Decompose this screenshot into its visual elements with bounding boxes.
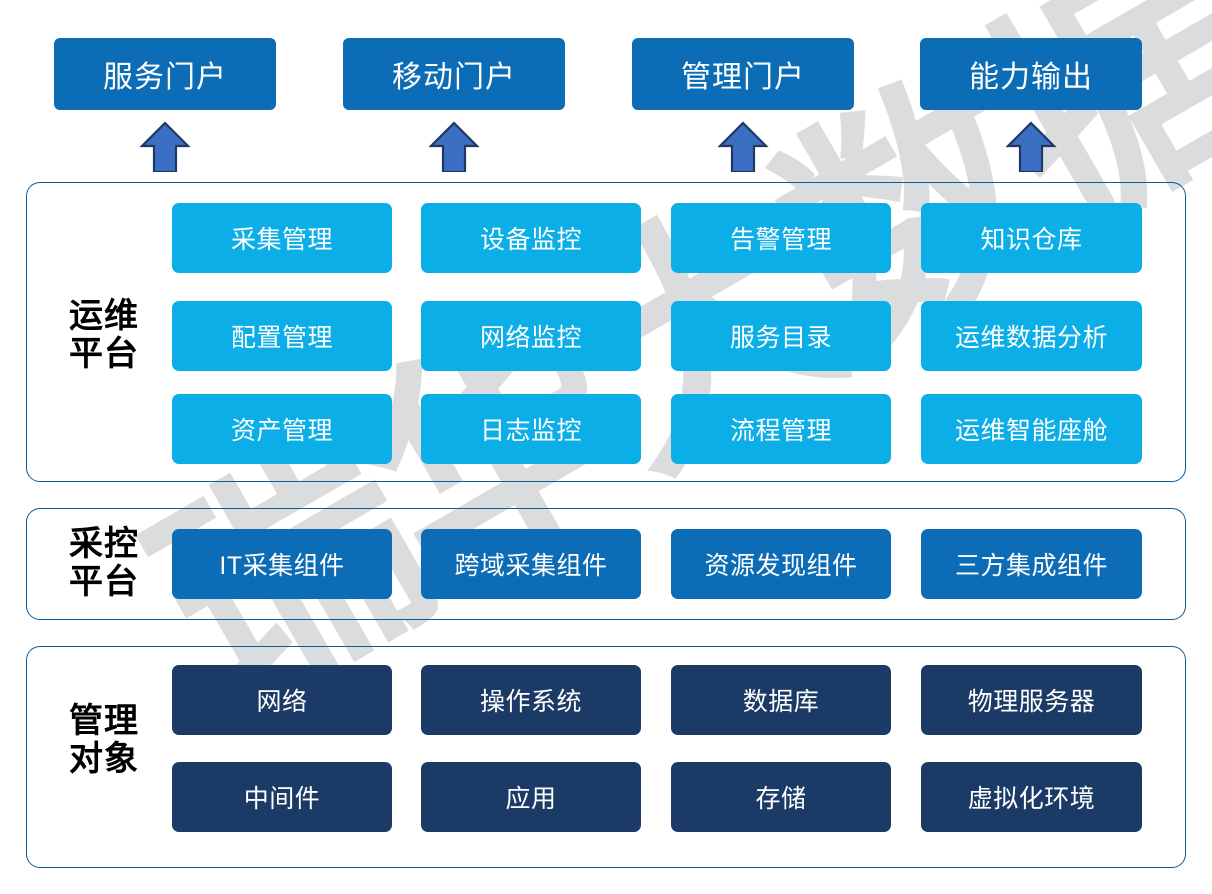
tile-collection-management[interactable]: 采集管理 — [172, 203, 392, 273]
tile-label: 设备监控 — [479, 226, 582, 254]
tile-knowledge-repository[interactable]: 知识仓库 — [921, 203, 1142, 273]
tile-resource-discovery-component[interactable]: 资源发现组件 — [671, 529, 891, 599]
tile-label: 告警管理 — [729, 226, 832, 254]
tile-database[interactable]: 数据库 — [671, 665, 891, 735]
panel-label-ops-platform: 运维 平台 — [69, 297, 139, 374]
tile-virtualization-environment[interactable]: 虚拟化环境 — [921, 762, 1142, 832]
portal-box-management[interactable]: 管理门户 — [632, 38, 854, 110]
tile-ops-data-analysis[interactable]: 运维数据分析 — [921, 301, 1142, 371]
panel-label-collection-platform: 采控 平台 — [69, 525, 139, 602]
panel-managed-objects — [26, 646, 1186, 868]
tile-label: 数据库 — [742, 688, 820, 716]
portal-box-service[interactable]: 服务门户 — [54, 38, 276, 110]
tile-label: 网络 — [256, 688, 308, 716]
tile-third-party-integration-component[interactable]: 三方集成组件 — [921, 529, 1142, 599]
tile-it-collection-component[interactable]: IT采集组件 — [172, 529, 392, 599]
tile-label: 应用 — [505, 785, 557, 813]
arrow-up-icon — [1005, 120, 1057, 174]
tile-ops-intelligent-cockpit[interactable]: 运维智能座舱 — [921, 394, 1142, 464]
tile-label: 操作系统 — [479, 688, 582, 716]
tile-physical-server[interactable]: 物理服务器 — [921, 665, 1142, 735]
portal-label: 服务门户 — [103, 61, 227, 94]
tile-process-management[interactable]: 流程管理 — [671, 394, 891, 464]
panel-label-managed-objects: 管理 对象 — [69, 702, 139, 779]
tile-label: 知识仓库 — [980, 226, 1083, 254]
tile-label: 物理服务器 — [967, 688, 1096, 716]
arrow-up-icon — [139, 120, 191, 174]
tile-label: 三方集成组件 — [954, 552, 1108, 580]
tile-application[interactable]: 应用 — [421, 762, 641, 832]
tile-log-monitoring[interactable]: 日志监控 — [421, 394, 641, 464]
portal-label: 能力输出 — [969, 61, 1093, 94]
tile-label: 运维数据分析 — [954, 324, 1108, 352]
tile-label: 资源发现组件 — [704, 552, 858, 580]
arrow-row — [0, 120, 1212, 180]
tile-label: 中间件 — [243, 785, 321, 813]
arrow-up-icon — [717, 120, 769, 174]
panel-ops-platform — [26, 182, 1186, 482]
tile-network-monitoring[interactable]: 网络监控 — [421, 301, 641, 371]
tile-label: 流程管理 — [729, 417, 832, 445]
tile-operating-system[interactable]: 操作系统 — [421, 665, 641, 735]
tile-label: 配置管理 — [230, 324, 333, 352]
portal-row: 服务门户 移动门户 管理门户 能力输出 — [0, 38, 1212, 110]
tile-label: 服务目录 — [729, 324, 832, 352]
tile-storage[interactable]: 存储 — [671, 762, 891, 832]
tile-label: 虚拟化环境 — [967, 785, 1096, 813]
tile-label: IT采集组件 — [219, 552, 345, 580]
panel-collection-platform — [26, 508, 1186, 620]
tile-alarm-management[interactable]: 告警管理 — [671, 203, 891, 273]
tile-device-monitoring[interactable]: 设备监控 — [421, 203, 641, 273]
tile-label: 日志监控 — [479, 417, 582, 445]
tile-label: 资产管理 — [230, 417, 333, 445]
arrow-up-icon — [428, 120, 480, 174]
portal-label: 管理门户 — [681, 61, 805, 94]
portal-box-mobile[interactable]: 移动门户 — [343, 38, 565, 110]
tile-service-catalog[interactable]: 服务目录 — [671, 301, 891, 371]
portal-box-capability[interactable]: 能力输出 — [920, 38, 1142, 110]
tile-label: 网络监控 — [479, 324, 582, 352]
tile-network[interactable]: 网络 — [172, 665, 392, 735]
tile-label: 采集管理 — [230, 226, 333, 254]
tile-middleware[interactable]: 中间件 — [172, 762, 392, 832]
tile-label: 存储 — [755, 785, 807, 813]
tile-cross-domain-collection-component[interactable]: 跨域采集组件 — [421, 529, 641, 599]
tile-configuration-management[interactable]: 配置管理 — [172, 301, 392, 371]
tile-label: 跨域采集组件 — [454, 552, 608, 580]
tile-asset-management[interactable]: 资产管理 — [172, 394, 392, 464]
tile-label: 运维智能座舱 — [954, 417, 1108, 445]
portal-label: 移动门户 — [392, 61, 516, 94]
